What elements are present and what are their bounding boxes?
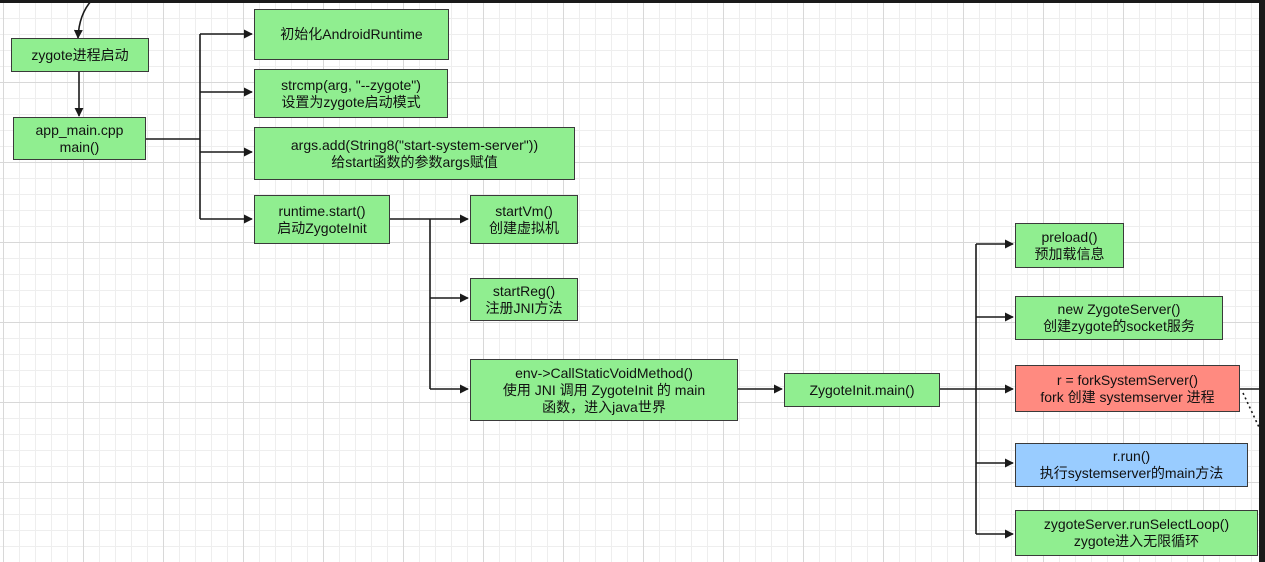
incoming-edge [73, 0, 93, 39]
node-text-line: 函数，进入java世界 [542, 398, 666, 415]
node-text-line: r = forkSystemServer() [1056, 371, 1199, 388]
node-text-line: ZygoteInit.main() [809, 381, 915, 398]
node-text-line: zygote进入无限循环 [1073, 533, 1200, 549]
node-text-line: 预加载信息 [1034, 245, 1105, 262]
node-text-line: 给start函数的参数args赋值 [331, 153, 498, 170]
node-text-line: 使用 JNI 调用 ZygoteInit 的 main [502, 381, 706, 398]
node-init-android-runtime[interactable]: 初始化AndroidRuntime [254, 9, 449, 60]
node-text-line: r.run() [1112, 448, 1151, 464]
node-text-line: main() [59, 138, 100, 155]
node-zygote-start[interactable]: zygote进程启动 [11, 38, 149, 72]
node-text-line: 启动ZygoteInit [277, 219, 367, 236]
node-r-run[interactable]: r.run()执行systemserver的main方法 [1015, 443, 1248, 487]
node-text-line: 注册JNI方法 [485, 299, 563, 316]
node-preload[interactable]: preload()预加载信息 [1015, 223, 1124, 268]
node-start-vm[interactable]: startVm()创建虚拟机 [470, 195, 578, 244]
node-text-line: env->CallStaticVoidMethod() [515, 364, 693, 381]
node-text-line: 设置为zygote启动模式 [281, 93, 421, 110]
node-text-line: zygoteServer.runSelectLoop() [1043, 516, 1230, 532]
node-text-line: strcmp(arg, "--zygote") [281, 76, 421, 93]
node-text-line: new ZygoteServer() [1057, 301, 1181, 317]
window-frame-right [1259, 0, 1265, 562]
window-frame-top [0, 0, 1265, 3]
node-zygote-init-main[interactable]: ZygoteInit.main() [784, 373, 940, 407]
node-text-line: zygote进程启动 [31, 46, 129, 63]
node-text-line: args.add(String8("start-system-server")) [290, 136, 539, 153]
node-run-select-loop[interactable]: zygoteServer.runSelectLoop()zygote进入无限循环 [1015, 510, 1258, 556]
node-text-line: 创建虚拟机 [489, 219, 559, 236]
node-text-line: runtime.start() [278, 202, 366, 219]
node-text-line: preload() [1041, 228, 1098, 245]
node-text-line: fork 创建 systemserver 进程 [1040, 388, 1215, 405]
node-text-line: 创建zygote的socket服务 [1043, 318, 1195, 334]
node-text-line: startVm() [495, 202, 553, 219]
node-text-line: 执行systemserver的main方法 [1039, 465, 1224, 481]
node-text-line: app_main.cpp [35, 121, 124, 138]
node-fork-system-server[interactable]: r = forkSystemServer()fork 创建 systemserv… [1015, 365, 1240, 412]
node-text-line: startReg() [492, 282, 556, 299]
node-text-line: 初始化AndroidRuntime [280, 26, 423, 42]
node-call-static-void-method[interactable]: env->CallStaticVoidMethod()使用 JNI 调用 Zyg… [470, 359, 738, 421]
edge-fork-dotted [1242, 392, 1265, 441]
node-strcmp[interactable]: strcmp(arg, "--zygote")设置为zygote启动模式 [254, 69, 448, 118]
node-runtime-start[interactable]: runtime.start()启动ZygoteInit [254, 195, 390, 244]
node-start-reg[interactable]: startReg()注册JNI方法 [470, 278, 578, 321]
node-args-add[interactable]: args.add(String8("start-system-server"))… [254, 127, 575, 180]
node-new-zygote-server[interactable]: new ZygoteServer()创建zygote的socket服务 [1015, 296, 1223, 340]
